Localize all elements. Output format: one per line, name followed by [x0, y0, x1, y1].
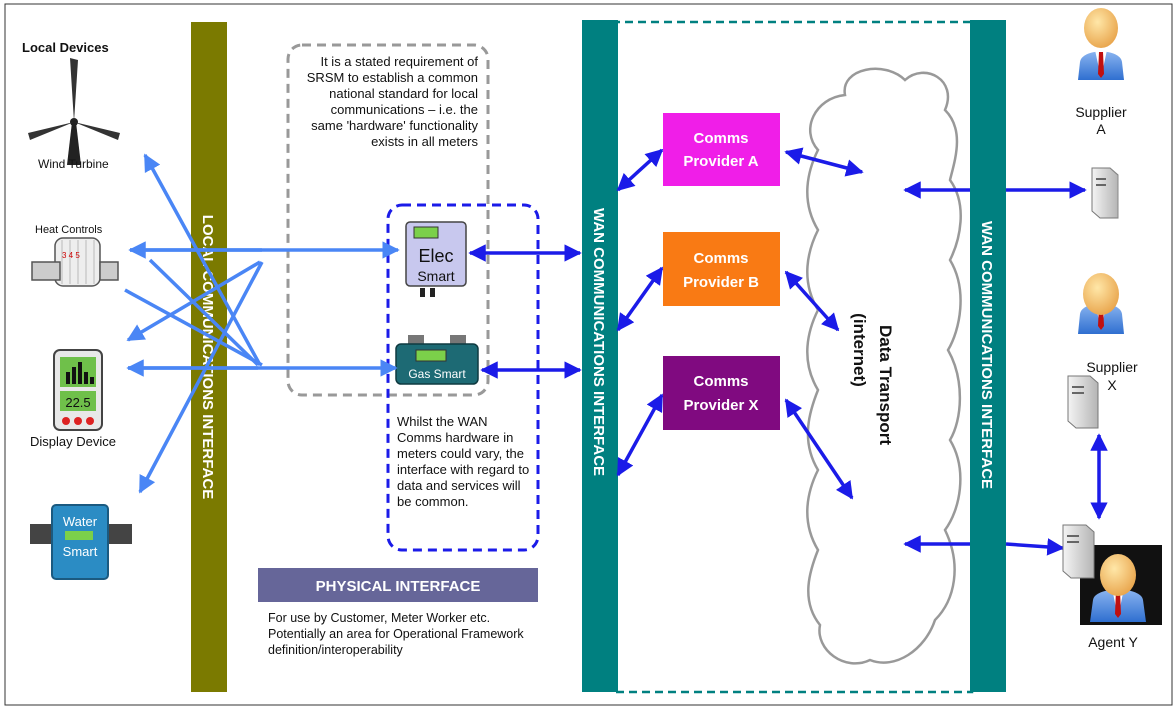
agent-y-server-icon: [1062, 524, 1095, 579]
local-devices-heading: Local Devices: [22, 40, 109, 55]
link-wan-provider-b: [616, 266, 664, 332]
local-interface-bar: [191, 22, 227, 692]
supplier-x-line2: X: [1107, 377, 1117, 393]
device-links: [124, 153, 400, 494]
comms-provider-x-box: [663, 356, 780, 430]
comms-provider-b-box: [663, 232, 780, 306]
agent-y-label: Agent Y: [1088, 634, 1138, 650]
physical-interface-description: For use by Customer, Meter Worker etc. P…: [268, 611, 524, 657]
gas-smart-meter-icon: [395, 335, 479, 385]
diagram-frame: [4, 3, 1173, 706]
comms-provider-a-box: [663, 113, 780, 186]
link-water-smart: [138, 261, 264, 494]
physical-interface-banner: [258, 568, 538, 602]
elec-meter-line2: Smart: [417, 268, 454, 284]
physical-interface-title: PHYSICAL INTERFACE: [316, 578, 481, 595]
provider-b-line2: Provider B: [683, 274, 759, 291]
wan-interface-bar-right: [970, 20, 1006, 692]
wan-interface-label-right: WAN COMMUNICATIONS INTERFACE: [978, 221, 995, 489]
provider-x-line2: Provider X: [683, 397, 758, 414]
display-device-label: Display Device: [30, 434, 116, 449]
supplier-a-line1: Supplier: [1075, 104, 1127, 120]
local-interface-label: LOCAL COMMUNICATIONS INTERFACE: [199, 215, 216, 499]
elec-smart-meter-icon: [405, 221, 467, 297]
wind-turbine-label: Wind Turbine: [38, 157, 109, 171]
display-reading: 22.5: [65, 395, 90, 410]
wan-links: [468, 147, 1108, 556]
data-transport-sublabel: (internet): [850, 313, 869, 387]
wan-interface-label-left: WAN COMMUNICATIONS INTERFACE: [590, 208, 607, 476]
link-provider-a-cloud: [784, 147, 864, 177]
provider-x-line1: Comms: [693, 373, 748, 390]
wan-hardware-note: Whilst the WAN Comms hardware in meters …: [397, 414, 530, 509]
link-heat-cross: [148, 258, 260, 367]
data-transport-label: Data Transport: [876, 325, 895, 445]
supplier-a-avatar-icon: [1078, 8, 1124, 80]
provider-b-line1: Comms: [693, 250, 748, 267]
supplier-a-line2: A: [1096, 121, 1106, 137]
link-provider-b-cloud: [784, 270, 840, 332]
supplier-x-line1: Supplier: [1086, 359, 1138, 375]
heat-controls-icon: [31, 237, 119, 287]
water-smart-icon: [30, 504, 132, 580]
provider-a-line2: Provider A: [683, 153, 758, 170]
water-smart-line2: Smart: [63, 544, 98, 559]
wan-interface-bar-left: [582, 20, 618, 692]
link-wan-provider-a: [616, 148, 664, 192]
heat-dial-numbers: 3 4 5: [62, 251, 80, 260]
srsm-note: It is a stated requirement of SRSM to es…: [306, 54, 478, 149]
supplier-x-avatar-icon: [1078, 273, 1124, 334]
link-wan-provider-x: [616, 393, 664, 477]
link-provider-x-cloud: [784, 398, 854, 500]
elec-meter-line1: Elec: [418, 246, 453, 266]
link-wan-agent-y: [1005, 538, 1065, 556]
provider-a-line1: Comms: [693, 130, 748, 147]
water-smart-line1: Water: [63, 514, 98, 529]
link-wind-turbine: [143, 153, 262, 366]
supplier-a-server-icon: [1091, 167, 1119, 219]
wind-turbine-icon: [28, 58, 120, 165]
display-device-icon: [53, 349, 103, 431]
link-heat-gas: [124, 288, 263, 367]
gas-meter-label: Gas Smart: [408, 367, 466, 381]
heat-controls-label: Heat Controls: [35, 224, 103, 236]
supplier-x-server-icon: [1067, 375, 1099, 429]
